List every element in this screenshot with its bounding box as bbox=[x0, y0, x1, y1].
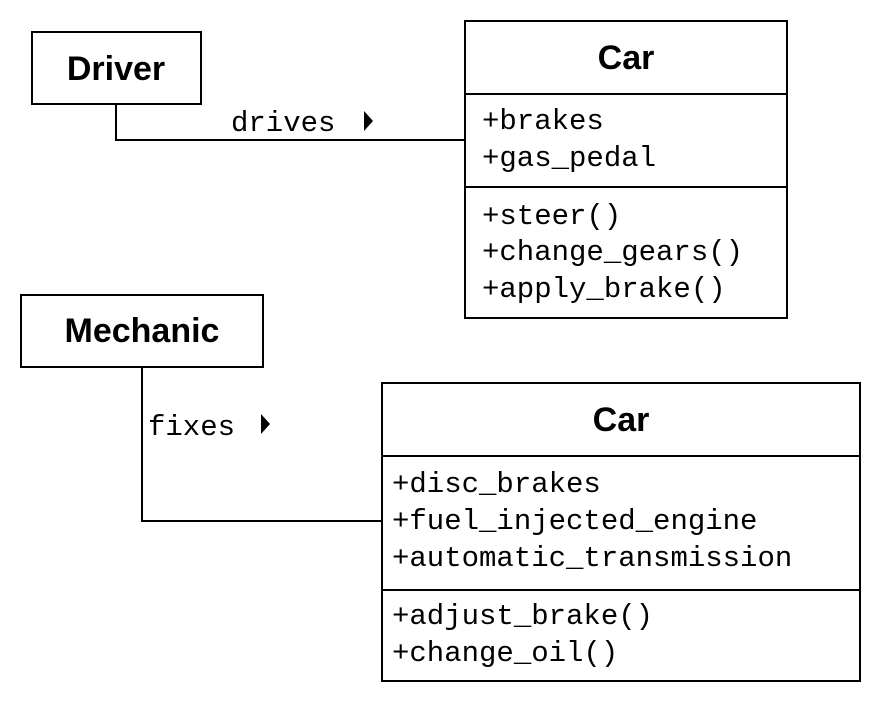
association-label-drives: drives bbox=[231, 107, 335, 140]
method: +apply_brake() bbox=[482, 273, 726, 306]
class-driver[interactable]: Driver bbox=[31, 31, 202, 105]
class-name: Mechanic bbox=[65, 312, 220, 350]
class-car-top[interactable]: Car +brakes +gas_pedal +steer() +change_… bbox=[464, 20, 788, 319]
class-box bbox=[464, 20, 788, 319]
association-drives: drives bbox=[115, 104, 465, 141]
class-box bbox=[20, 294, 264, 368]
class-name: Car bbox=[593, 401, 650, 439]
attribute: +gas_pedal bbox=[482, 142, 656, 175]
association-line-drives bbox=[115, 104, 465, 141]
association-fixes: fixes bbox=[141, 367, 382, 522]
class-car-bottom[interactable]: Car +disc_brakes +fuel_injected_engine +… bbox=[381, 382, 861, 682]
attribute: +fuel_injected_engine bbox=[392, 505, 757, 538]
class-name: Driver bbox=[67, 50, 165, 88]
class-mechanic[interactable]: Mechanic bbox=[20, 294, 264, 368]
direction-arrow-icon bbox=[261, 414, 270, 434]
method: +change_gears() bbox=[482, 236, 743, 269]
class-box bbox=[31, 31, 202, 105]
attribute: +brakes bbox=[482, 105, 604, 138]
association-line-fixes bbox=[141, 367, 382, 522]
association-label-fixes: fixes bbox=[148, 411, 235, 444]
method: +change_oil() bbox=[392, 637, 618, 670]
attribute: +automatic_transmission bbox=[392, 542, 792, 575]
class-name: Car bbox=[598, 39, 655, 77]
direction-arrow-icon bbox=[364, 111, 373, 131]
method: +adjust_brake() bbox=[392, 600, 653, 633]
class-box bbox=[381, 382, 861, 682]
method: +steer() bbox=[482, 200, 621, 233]
attribute: +disc_brakes bbox=[392, 468, 601, 501]
